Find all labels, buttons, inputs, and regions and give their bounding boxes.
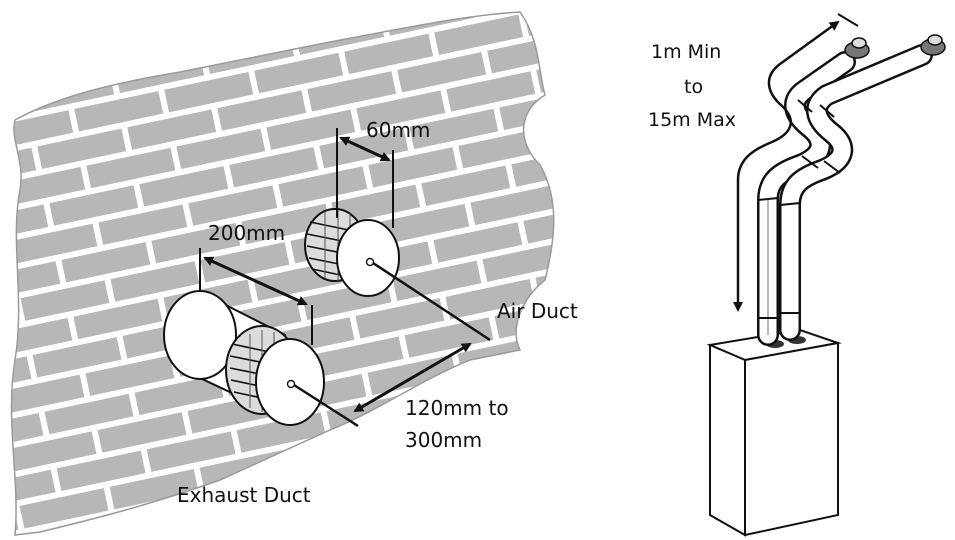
label-200mm: 200mm bbox=[208, 221, 285, 245]
boiler-assembly bbox=[706, 13, 946, 537]
label-1m-min: 1m Min bbox=[651, 41, 721, 63]
dim-200-arrow bbox=[199, 248, 313, 345]
dim-120-300-arrow bbox=[353, 342, 472, 413]
label-60mm: 60mm bbox=[366, 118, 430, 142]
exhaust-duct bbox=[163, 290, 325, 426]
boiler bbox=[706, 328, 842, 537]
dim-60-arrow bbox=[336, 128, 394, 228]
brick-wall bbox=[10, 11, 555, 536]
exhaust-terminal bbox=[225, 325, 325, 426]
label-exhaust-duct: Exhaust Duct bbox=[177, 483, 311, 507]
label-to: to bbox=[684, 76, 703, 98]
centre-lines bbox=[293, 261, 491, 428]
label-15m-max: 15m Max bbox=[648, 109, 736, 131]
air-duct bbox=[304, 208, 400, 297]
label-air-duct: Air Duct bbox=[497, 299, 578, 323]
flue-length-arrow bbox=[733, 13, 859, 312]
label-120mm-to: 120mm to bbox=[405, 396, 509, 420]
label-300mm: 300mm bbox=[405, 428, 482, 452]
